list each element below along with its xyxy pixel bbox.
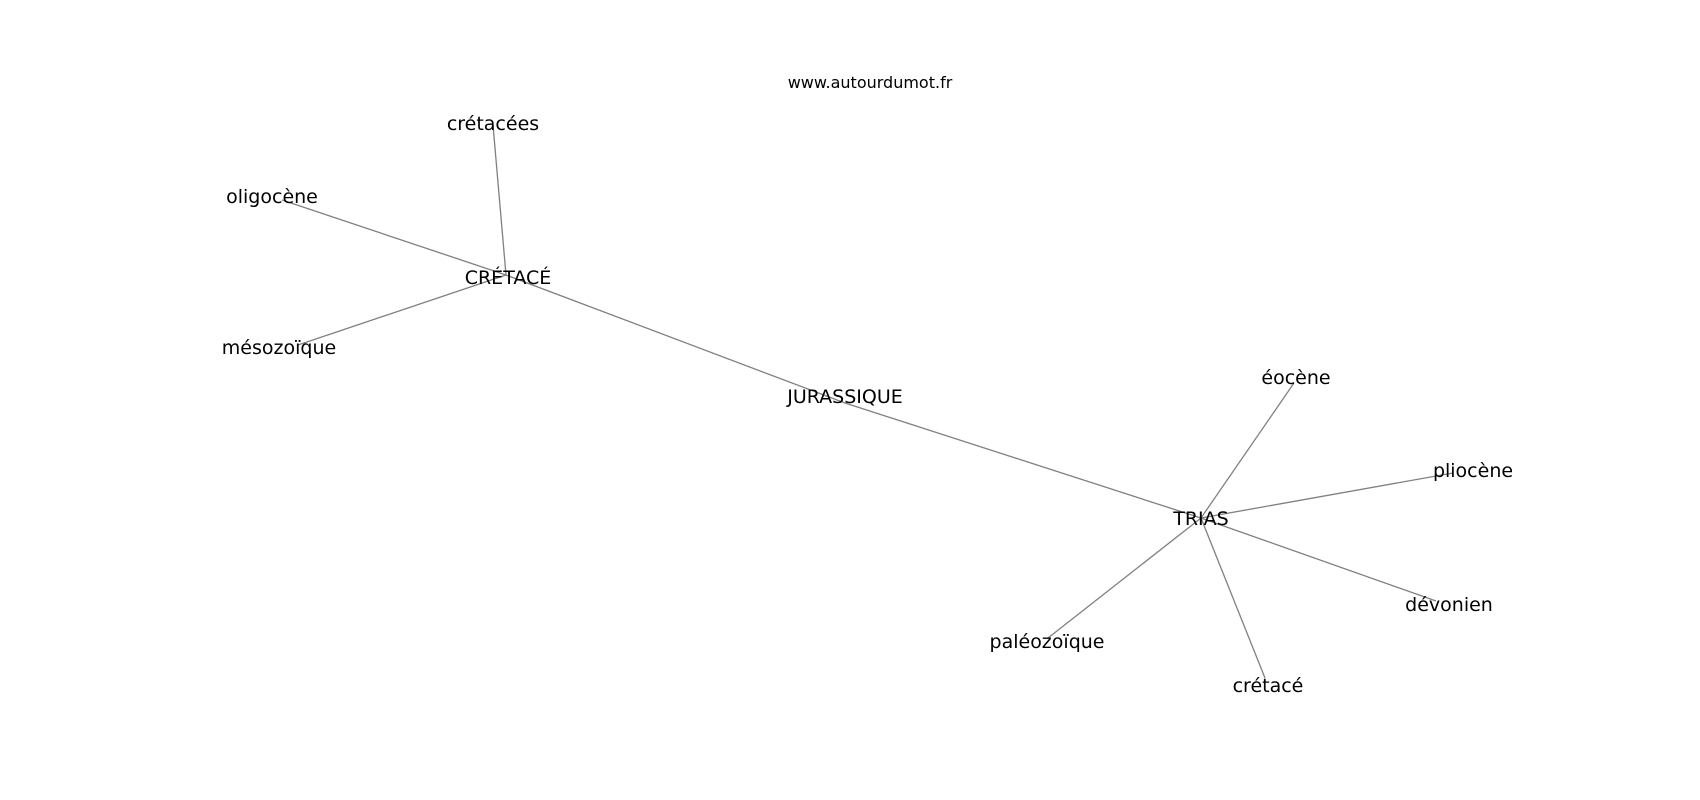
graph-node-labels: JURASSIQUE CRÉTACÉ TRIAS crétacées oligocène… [222,113,1513,697]
node-label-paleozoique[interactable]: paléozoïque [990,631,1105,653]
graph-edges [281,124,1454,679]
node-label-cretace_main[interactable]: CRÉTACÉ [465,266,552,289]
edge-trias-cretace [1200,517,1266,679]
node-label-mesozoique[interactable]: mésozoïque [222,337,336,359]
edge-trias-eocene [1200,382,1295,519]
node-label-oligocene[interactable]: oligocène [226,186,318,208]
edge-jurassique-trias [844,402,1202,519]
edge-cretace_main-mesozoique [297,274,507,346]
edge-trias-paleozoique [1047,517,1202,639]
node-label-cretacees[interactable]: crétacées [447,113,539,135]
edge-trias-devonien [1200,517,1437,602]
node-label-pliocene[interactable]: pliocène [1433,460,1513,482]
node-label-cretace[interactable]: crétacé [1233,675,1304,697]
edge-cretace_main-cretacees [492,124,507,276]
edge-trias-pliocene [1200,472,1454,519]
node-label-jurassique[interactable]: JURASSIQUE [786,386,903,408]
site-url-label[interactable]: www.autourdumot.fr [788,73,953,92]
edge-cretace_main-oligocene [281,199,507,276]
edge-cretace_main-jurassique [505,274,846,404]
node-label-devonien[interactable]: dévonien [1405,594,1493,616]
node-label-eocene[interactable]: éocène [1261,367,1330,389]
node-label-trias[interactable]: TRIAS [1172,508,1228,530]
